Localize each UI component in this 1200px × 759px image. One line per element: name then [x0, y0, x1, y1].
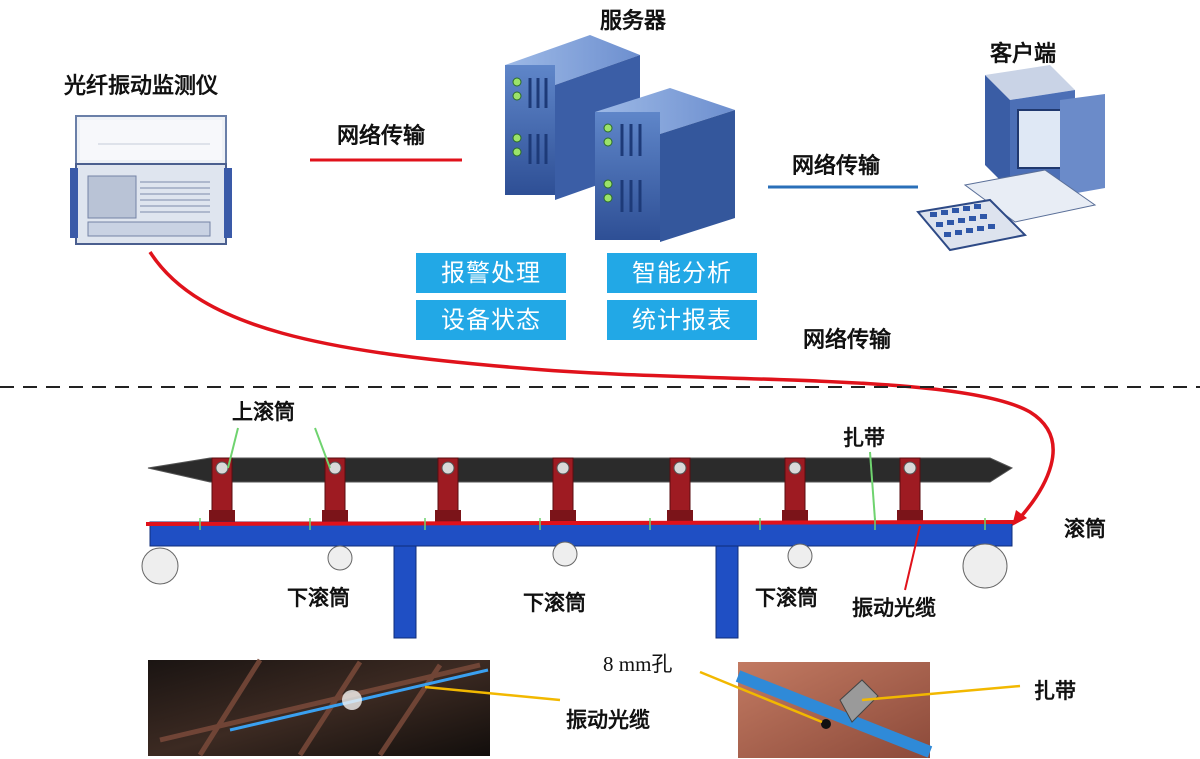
network-label-3: 网络传输 — [803, 328, 892, 353]
cable-ties — [199, 518, 986, 530]
function-alarm-handling: 报警处理 — [416, 253, 566, 293]
vibration-cable-line — [145, 520, 1017, 526]
client-label: 客户端 — [990, 42, 1057, 67]
hole-label: 8 mm孔 — [603, 652, 673, 676]
vibration-cable-label: 振动光缆 — [852, 596, 936, 620]
fiber-monitor-device-icon — [70, 115, 232, 245]
strap-label: 扎带 — [843, 426, 885, 450]
upper-roller-label: 上滚筒 — [232, 400, 295, 424]
function-smart-analysis: 智能分析 — [607, 253, 757, 293]
lower-roller-label-2: 下滚筒 — [523, 591, 586, 615]
leader-hole — [699, 670, 823, 724]
lower-roller-label-1: 下滚筒 — [287, 586, 350, 610]
network-label-2: 网络传输 — [792, 154, 881, 179]
lower-rollers — [141, 541, 1008, 589]
callout-leaders — [227, 427, 921, 591]
function-stat-report: 统计报表 — [607, 300, 757, 340]
photo-strap-hole — [735, 662, 933, 758]
client-computer-icon — [916, 65, 1105, 252]
conveyor-frame — [149, 521, 1013, 639]
photo-strap-label: 扎带 — [1034, 679, 1076, 703]
drum-label: 滚筒 — [1064, 517, 1106, 541]
lower-roller-label-3: 下滚筒 — [755, 586, 818, 610]
server-icon — [505, 35, 735, 242]
network-label-1: 网络传输 — [337, 124, 426, 149]
photo-cable-truss — [148, 658, 490, 757]
fiber-signal-path — [148, 251, 1055, 522]
server-label: 服务器 — [600, 9, 667, 34]
monitor-label: 光纤振动监测仪 — [64, 74, 219, 99]
function-device-status: 设备状态 — [416, 300, 566, 340]
upper-rollers — [209, 457, 923, 522]
photo-cable-label: 振动光缆 — [566, 708, 650, 732]
conveyor-belt — [147, 457, 1014, 483]
leader-cable-photo — [424, 685, 561, 702]
leader-strap-photo — [861, 684, 1021, 702]
